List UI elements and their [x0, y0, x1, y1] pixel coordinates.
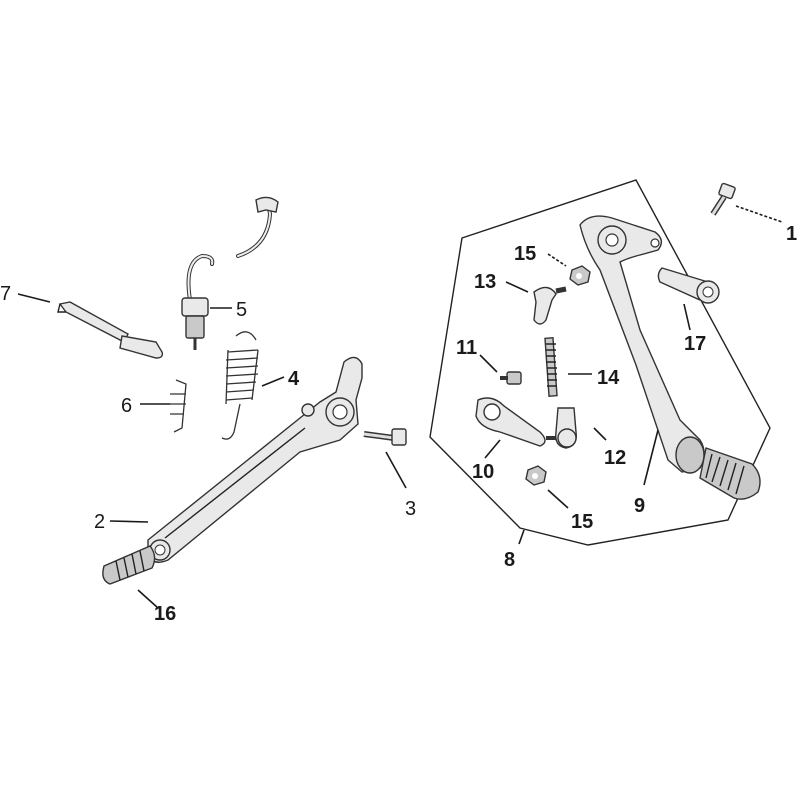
part-17-pivot-pin: [657, 267, 720, 304]
part-15-nut-bottom: [525, 465, 547, 486]
callout-5: 5: [236, 299, 247, 321]
part-5-stand-switch: [181, 196, 279, 350]
callout-13: 13: [474, 271, 496, 293]
part-13-ball-joint: [533, 286, 567, 325]
leader-15a: [547, 253, 567, 267]
leader-4: [261, 376, 285, 387]
leader-9: [643, 429, 659, 486]
part-3-pivot-bolt: [363, 428, 407, 446]
part-6-clip: [170, 379, 187, 433]
callout-2: 2: [94, 511, 105, 533]
callout-16: 16: [154, 603, 176, 625]
leader-2: [109, 520, 149, 523]
part-16-stand-rubber: [102, 545, 156, 585]
part-7-long-bolt: [57, 301, 164, 359]
callout-8: 8: [504, 549, 515, 571]
leader-15b: [547, 489, 569, 509]
callout-15-bottom: 15: [571, 511, 593, 533]
leader-17: [683, 303, 691, 331]
part-12-rod-end: [555, 407, 577, 449]
callout-4: 4: [288, 368, 300, 390]
callout-15-top: 15: [514, 243, 536, 265]
callout-17: 17: [684, 333, 706, 355]
part-9-gear-pedal: [579, 215, 761, 500]
callout-14: 14: [597, 367, 620, 389]
part-4-return-spring: [221, 331, 259, 440]
callout-9: 9: [634, 495, 645, 517]
callout-10: 10: [472, 461, 494, 483]
part-2-side-stand: [147, 356, 363, 563]
leader-8: [518, 529, 525, 545]
leader-16: [137, 589, 159, 609]
part-15-nut-top: [569, 265, 591, 286]
callout-6: 6: [121, 395, 132, 417]
leader-12: [593, 427, 607, 441]
leader-1: [735, 205, 783, 223]
leader-13: [505, 281, 529, 293]
assembly-boundary-outline: [429, 179, 771, 546]
leader-10: [484, 439, 501, 459]
part-1-bolt: [710, 182, 736, 216]
callout-7: 7: [0, 283, 11, 305]
callout-3: 3: [405, 498, 416, 520]
leader-11: [479, 354, 498, 373]
callout-11: 11: [456, 337, 477, 359]
callout-1: 1: [786, 223, 797, 245]
leader-3: [385, 451, 407, 489]
callout-12: 12: [604, 447, 626, 469]
part-10-shift-arm: [475, 397, 556, 447]
part-11-small-bolt: [500, 371, 522, 385]
part-14-threaded-rod: [544, 337, 558, 397]
leader-7: [17, 293, 51, 303]
